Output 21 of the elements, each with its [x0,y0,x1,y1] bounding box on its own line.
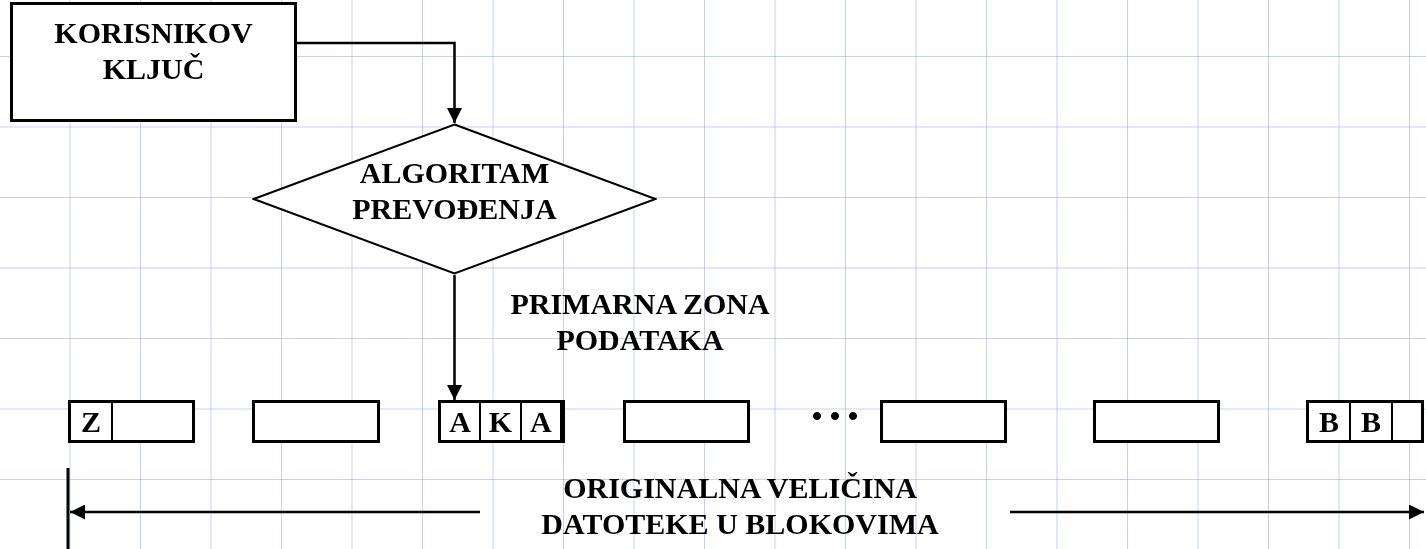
arrow [297,41,462,123]
ellipsis: • • • [810,398,860,434]
record-slot: A [521,403,562,440]
data-block [1306,400,1424,443]
record-slot: B [1309,403,1351,440]
data-block [252,400,380,443]
data-block [623,400,750,443]
arrow [447,275,462,400]
data-block [438,400,565,443]
record-slot: Z [71,403,113,440]
record-slot: A [441,403,482,440]
dimension-label: ORIGINALNA VELIČINA DATOTEKE U BLOKOVIMA [540,470,940,542]
data-block [68,400,195,443]
diamond-text: ALGORITAM PREVOĐENJA [351,155,558,227]
data-block [880,400,1007,443]
edge-label: PRIMARNA ZONA PODATAKA [509,286,771,358]
record-slot: K [481,403,522,440]
decision-diamond [252,123,657,275]
process-box: KORISNIKOV KLJUČ [10,2,297,122]
record-slot: B [1351,403,1393,440]
data-block [1093,400,1220,443]
